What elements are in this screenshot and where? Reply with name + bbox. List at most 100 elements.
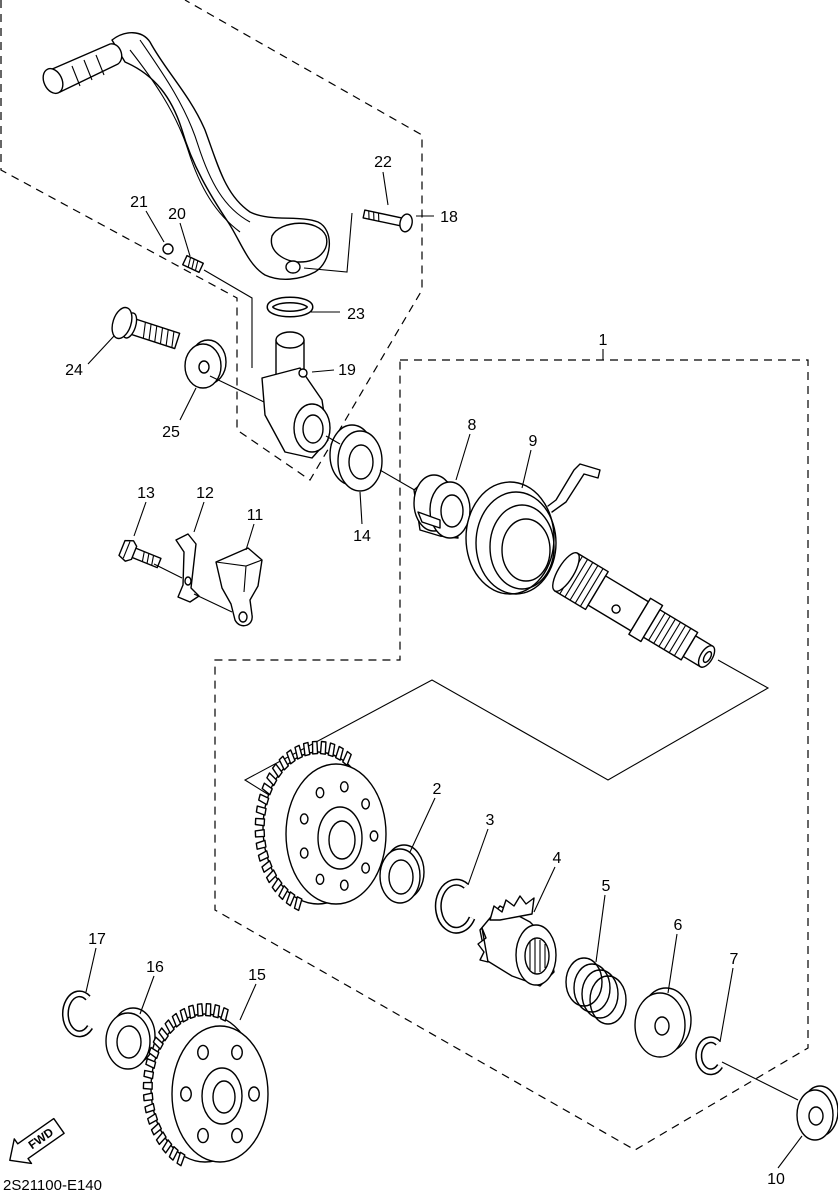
callout-2: 2 xyxy=(433,781,442,798)
shaft-hole xyxy=(611,604,621,614)
callout-25: 25 xyxy=(162,424,180,441)
washer-hole xyxy=(388,859,414,895)
bolt-thread xyxy=(141,551,155,566)
bolt-thread xyxy=(142,322,175,348)
leader-line xyxy=(667,933,678,994)
gear-tooth xyxy=(150,1122,163,1136)
gear-tooth xyxy=(342,750,352,766)
spring-coil xyxy=(589,975,627,1025)
gear-tooth xyxy=(335,745,344,761)
leader-line xyxy=(359,491,363,525)
circlip-body-inner xyxy=(436,880,474,933)
gear-tooth xyxy=(261,860,273,873)
gear-tooth xyxy=(146,1112,159,1125)
gear-tooth xyxy=(164,1019,175,1034)
leader-line xyxy=(533,866,556,913)
gear-hole xyxy=(339,879,349,891)
gear-tooth xyxy=(158,1027,169,1042)
callout-9: 9 xyxy=(529,433,538,450)
callout-24: 24 xyxy=(65,362,83,379)
spring-hook xyxy=(547,463,601,513)
callout-14: 14 xyxy=(353,528,371,545)
shaft-spline-line xyxy=(648,612,692,657)
assembly-line xyxy=(193,593,233,613)
gear-hole xyxy=(339,781,349,793)
kick-crank-lever xyxy=(42,32,331,280)
lever-boss xyxy=(270,222,328,263)
leader-line xyxy=(133,501,147,537)
gear-tooth xyxy=(168,1145,179,1161)
gear-hole xyxy=(231,1044,243,1061)
gear-tooth xyxy=(143,1069,155,1080)
leader-line xyxy=(382,171,389,206)
gear-tooth xyxy=(176,1151,186,1167)
gear-tooth xyxy=(212,1004,221,1019)
lock-plate-12 xyxy=(175,533,200,603)
washer-hole xyxy=(198,360,210,374)
callout-15: 15 xyxy=(248,967,266,984)
boss-shaft-top xyxy=(275,331,305,349)
gear-holes xyxy=(180,1044,260,1144)
spring-coil xyxy=(475,491,557,595)
assembly-line xyxy=(379,469,419,493)
gear-hole xyxy=(361,862,371,874)
callout-21: 21 xyxy=(130,194,148,211)
lever-pin-hole xyxy=(285,260,301,274)
boundary-line xyxy=(0,0,423,481)
seal-hole xyxy=(348,444,374,480)
leader-line xyxy=(311,369,335,373)
collar-8 xyxy=(413,474,471,539)
gear-tooth xyxy=(142,1081,153,1090)
ratchet-teeth xyxy=(477,927,489,963)
washer-6 xyxy=(634,987,692,1058)
leader-line xyxy=(145,210,165,243)
callout-20: 20 xyxy=(168,206,186,223)
leader-line xyxy=(521,449,532,489)
ratchet-spline-hole xyxy=(524,937,550,975)
gear-tooth xyxy=(271,763,283,778)
circlip-body-inner xyxy=(696,1037,722,1074)
gear-hole xyxy=(315,787,325,799)
kick-lever-group-boundary xyxy=(0,0,423,481)
washer-16 xyxy=(105,1007,156,1070)
washer-hole xyxy=(116,1025,142,1059)
bolt-thread xyxy=(368,210,380,222)
gear-tooth xyxy=(257,850,270,862)
spring-coil xyxy=(489,504,555,590)
plate-body xyxy=(175,533,200,603)
gear-hole xyxy=(361,798,371,810)
gear-tooth xyxy=(261,782,273,796)
idler-gear-15 xyxy=(142,1003,269,1167)
callout-16: 16 xyxy=(146,959,164,976)
gear-hole xyxy=(248,1086,260,1102)
gear-tooth xyxy=(266,772,278,787)
gear-hole xyxy=(315,873,325,885)
assembly-line xyxy=(203,269,253,368)
assembly-line xyxy=(303,212,353,273)
callout-22: 22 xyxy=(374,154,392,171)
gear-tooth xyxy=(294,744,303,760)
leader-line xyxy=(139,975,155,1015)
guide-edge xyxy=(215,559,263,593)
gear-tooth xyxy=(220,1007,229,1022)
gear-tooth xyxy=(179,1007,189,1023)
bolt-head xyxy=(399,213,413,233)
gear-tooth xyxy=(254,817,266,827)
leader-line xyxy=(239,983,257,1021)
gear-tooth xyxy=(187,1004,196,1019)
boss-spline-hole xyxy=(302,414,324,444)
leader-line xyxy=(409,797,436,853)
leader-line xyxy=(245,523,255,551)
leader-line xyxy=(179,387,197,421)
gear-tooth xyxy=(144,1102,156,1114)
callout-12: 12 xyxy=(196,485,214,502)
ball-21 xyxy=(162,243,174,255)
gear-hole xyxy=(197,1044,209,1061)
spring-coil xyxy=(187,257,199,271)
callout-19: 19 xyxy=(338,362,356,379)
gear-hole xyxy=(180,1086,192,1102)
leader-line xyxy=(179,222,191,257)
ratchet-4 xyxy=(477,895,557,987)
bolt-24 xyxy=(111,306,181,350)
